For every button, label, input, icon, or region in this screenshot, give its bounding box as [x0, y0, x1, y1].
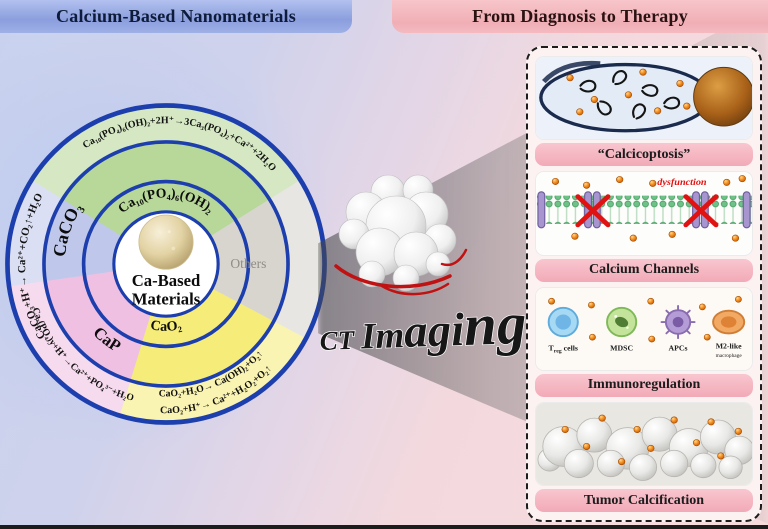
immunoregulation-label: Immunoregulation — [535, 373, 753, 397]
cell-membrane-fold — [541, 60, 601, 84]
figure-border-bottom — [0, 525, 768, 529]
outer-ring-tint — [7, 105, 325, 423]
apc-label: APCs — [669, 343, 688, 352]
tumor-vessels — [334, 248, 468, 296]
dysfunction-annotation: dysfunction — [657, 178, 707, 189]
mdsc-cell — [606, 306, 638, 337]
immunoregulation-label-text: Immunoregulation — [587, 377, 701, 393]
lipid-bilayer — [536, 195, 752, 225]
center-title-line1: Ca-Based — [132, 271, 201, 290]
calcicoptosis-label-text: “Calcicoptosis” — [597, 146, 691, 162]
calcified-tumor-mass — [537, 416, 752, 481]
tumor-calcification-section: Tumor Calcification — [535, 401, 753, 512]
center-title-line2: Materials — [132, 290, 201, 309]
tumor-calcification-illustration — [535, 401, 753, 486]
m2-label: M2-like — [716, 341, 742, 350]
diagnosis-therapy-panel: “Calcicoptosis” — [526, 46, 762, 522]
calcium-channels-label-text: Calcium Channels — [588, 262, 700, 277]
calcium-channels-section: dysfunction Calcium Channels — [535, 171, 753, 282]
calcium-ion-particles — [561, 414, 742, 465]
header-right-title: From Diagnosis to Therapy — [472, 6, 688, 26]
calcicoptosis-section: “Calcicoptosis” — [535, 56, 753, 167]
calcium-channels-illustration: dysfunction — [535, 171, 753, 256]
calcium-channel-proteins — [537, 191, 751, 229]
m2-sublabel: macrophage — [716, 353, 743, 359]
calcium-channels-label: Calcium Channels — [535, 258, 753, 282]
calcicoptosis-illustration — [535, 56, 753, 141]
header-left-title: Calcium-Based Nanomaterials — [56, 6, 296, 26]
wedge-cao2 — [119, 288, 306, 423]
calcium-ion-particles — [548, 295, 742, 342]
wedge-hydroxyapatite — [31, 105, 301, 237]
treg-cell — [547, 306, 579, 337]
header-left: Calcium-Based Nanomaterials — [0, 0, 352, 33]
wedge-caco3 — [7, 179, 122, 287]
calcium-ion-particles — [566, 68, 691, 116]
tumor-calcification-label: Tumor Calcification — [535, 489, 753, 512]
wedge-cap — [9, 271, 151, 416]
header-right: From Diagnosis to Therapy — [392, 0, 768, 33]
mitochondria-squiggles — [579, 70, 681, 120]
ca-based-sphere — [138, 214, 194, 270]
ring-label-others: Others — [230, 256, 266, 271]
mdsc-label: MDSC — [610, 343, 633, 352]
apc-cell — [660, 304, 696, 339]
nucleus-sphere — [693, 66, 752, 127]
calcicoptosis-label: “Calcicoptosis” — [535, 143, 753, 167]
ca-materials-wheel: CaCO₃+H⁺→ Ca²⁺+CO₂↑+H₂O Ca₁₀(PO₄)₆(OH)₂+… — [5, 103, 327, 425]
tumor-calcification-label-text: Tumor Calcification — [583, 492, 705, 508]
blocked-channel-x-marks — [575, 194, 719, 228]
m2-macrophage-cell — [712, 309, 746, 334]
calcium-ion-particles — [551, 175, 746, 242]
ring-label-cao2: CaO₂ — [149, 317, 183, 335]
nanoparticle-cluster — [334, 174, 468, 296]
